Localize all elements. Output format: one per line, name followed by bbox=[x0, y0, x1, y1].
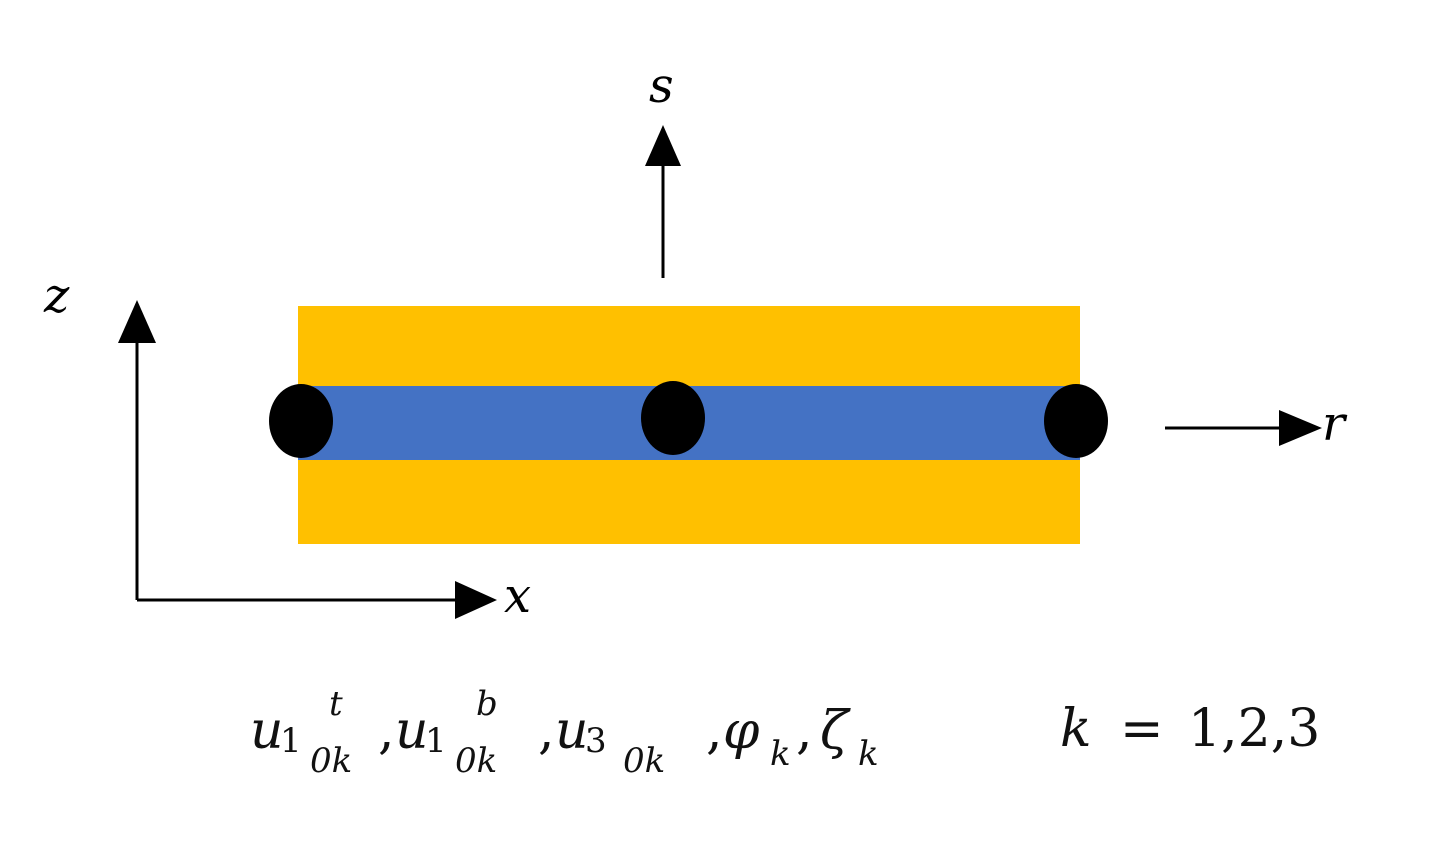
node-right bbox=[1044, 384, 1108, 458]
svg-text:,: , bbox=[538, 701, 555, 761]
svg-text:u: u bbox=[250, 701, 284, 761]
z-axis-label: z bbox=[43, 268, 70, 324]
svg-text:u: u bbox=[555, 701, 589, 761]
s-arrowhead bbox=[645, 125, 681, 166]
r-arrowhead bbox=[1279, 410, 1322, 446]
svg-text:1: 1 bbox=[425, 721, 447, 761]
x-axis-label: x bbox=[504, 568, 531, 624]
svg-text:u: u bbox=[395, 701, 429, 761]
svg-text:=: = bbox=[1120, 699, 1164, 759]
svg-text:φ: φ bbox=[723, 701, 760, 761]
local-axes: s r bbox=[645, 58, 1348, 452]
svg-text:k: k bbox=[858, 734, 879, 774]
svg-text:3: 3 bbox=[585, 721, 607, 761]
svg-text:t: t bbox=[329, 684, 343, 724]
z-arrowhead bbox=[118, 300, 156, 343]
svg-text:1: 1 bbox=[280, 721, 302, 761]
svg-text:b: b bbox=[476, 684, 498, 724]
r-axis-label: r bbox=[1322, 396, 1348, 452]
svg-text:0k: 0k bbox=[310, 741, 352, 781]
svg-text:0k: 0k bbox=[623, 741, 665, 781]
svg-text:ζ: ζ bbox=[820, 701, 851, 761]
node-middle bbox=[641, 381, 705, 455]
svg-text:,: , bbox=[796, 701, 813, 761]
x-arrowhead bbox=[455, 581, 497, 619]
svg-text:,: , bbox=[378, 701, 395, 761]
svg-text:,: , bbox=[706, 701, 723, 761]
svg-text:k: k bbox=[1060, 699, 1092, 759]
svg-text:0k: 0k bbox=[455, 741, 497, 781]
svg-text:k: k bbox=[770, 734, 791, 774]
svg-text:1,2,3: 1,2,3 bbox=[1188, 699, 1320, 759]
nodal-dof-formula: u 1 t 0k , u 1 b 0k , u 3 0k , φ k , ζ k bbox=[250, 684, 879, 781]
node-left bbox=[269, 384, 333, 458]
s-axis-label: s bbox=[649, 58, 674, 114]
k-range: k = 1,2,3 bbox=[1060, 699, 1320, 759]
global-axes: z x bbox=[43, 268, 531, 624]
